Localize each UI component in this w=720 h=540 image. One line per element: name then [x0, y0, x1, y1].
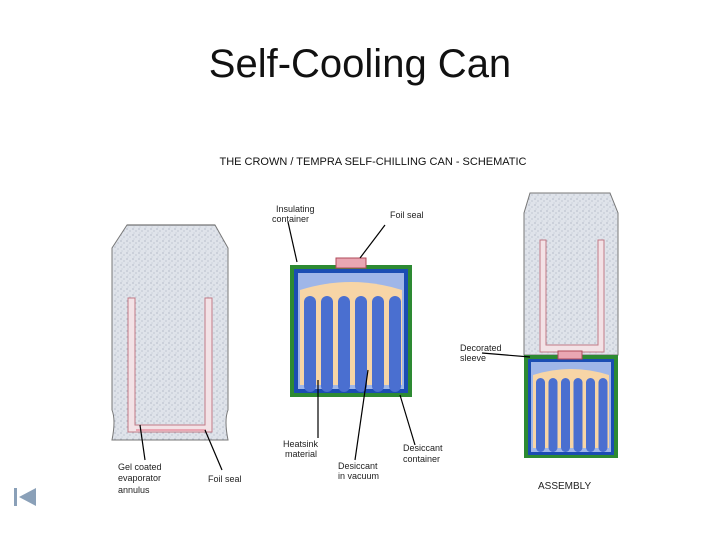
cooling-unit	[290, 257, 412, 397]
label-gel-2: evaporator	[118, 473, 161, 483]
desiccant-tube	[598, 378, 608, 452]
desiccant-tube	[355, 296, 367, 392]
label-desiccant-vacuum-2: in vacuum	[338, 471, 379, 481]
desiccant-tube	[372, 296, 384, 392]
slide-title: Self-Cooling Can	[208, 42, 512, 86]
schematic-subtitle: THE CROWN / TEMPRA SELF-CHILLING CAN - S…	[219, 156, 527, 168]
desiccant-tube	[321, 296, 333, 392]
label-heatsink-1: Heatsink	[283, 439, 319, 449]
first-slide-icon[interactable]	[12, 486, 38, 508]
label-gel-1: Gel coated	[118, 462, 162, 472]
label-decorated-1: Decorated	[460, 343, 502, 353]
leader-lines	[139, 221, 531, 471]
label-desiccant-container-1: Desiccant	[403, 443, 443, 453]
label-assembly: ASSEMBLY	[538, 481, 591, 492]
label-desiccant-container-2: container	[403, 454, 440, 464]
assembly	[523, 192, 619, 458]
desiccant-tube	[304, 296, 316, 392]
label-gel-3: annulus	[118, 485, 150, 495]
label-insulating-2: container	[272, 214, 309, 224]
desiccant-tube	[586, 378, 595, 452]
label-foil-seal-bottom: Foil seal	[208, 474, 242, 484]
label-decorated-2: sleeve	[460, 353, 486, 363]
label-foil-seal-top: Foil seal	[390, 210, 424, 220]
left-can	[111, 224, 229, 441]
desiccant-tube	[561, 378, 570, 452]
label-insulating-1: Insulating	[276, 204, 315, 214]
label-desiccant-vacuum-1: Desiccant	[338, 461, 378, 471]
desiccant-tube	[338, 296, 350, 392]
desiccant-tube	[573, 378, 583, 452]
desiccant-tube	[536, 378, 545, 452]
desiccant-tube	[389, 296, 401, 392]
desiccant-tube	[548, 378, 558, 452]
label-heatsink-2: material	[285, 449, 317, 459]
